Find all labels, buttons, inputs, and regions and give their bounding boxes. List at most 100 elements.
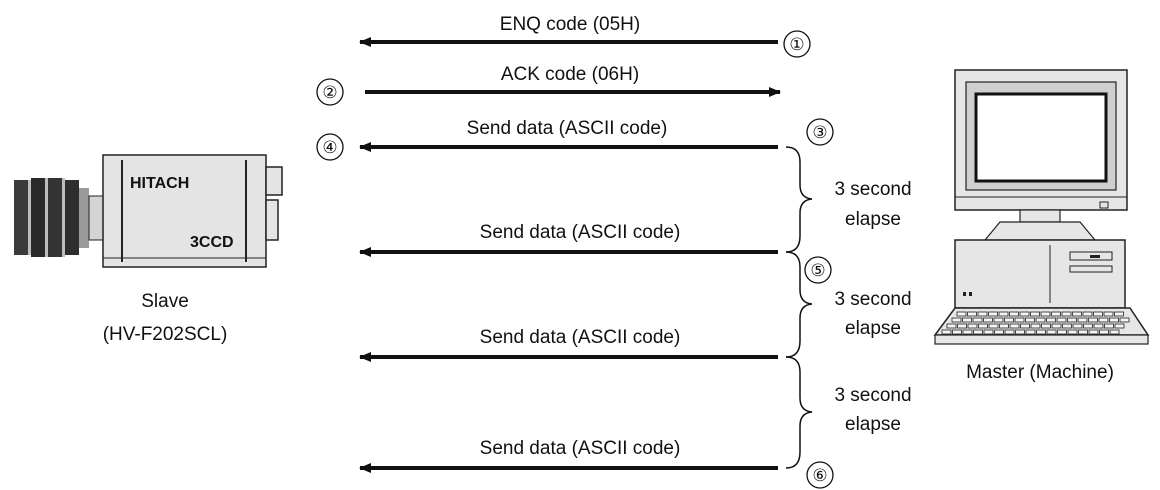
keyboard-key bbox=[994, 329, 1004, 335]
keyboard-key bbox=[1109, 329, 1120, 335]
keyboard-key bbox=[1078, 329, 1088, 335]
keyboard-key bbox=[1014, 317, 1025, 323]
interval-3-line2: elapse bbox=[845, 414, 901, 435]
keyboard-key bbox=[1025, 317, 1035, 323]
keyboard-key bbox=[1051, 323, 1062, 329]
slave-label: Slave bbox=[141, 291, 189, 312]
keyboard-key bbox=[1062, 323, 1072, 329]
keyboard-key bbox=[967, 311, 977, 317]
send-data-label-1: Send data (ASCII code) bbox=[467, 118, 668, 139]
keyboard-key bbox=[941, 329, 952, 335]
keyboard-key bbox=[1036, 329, 1046, 335]
keyboard-key bbox=[988, 311, 998, 317]
keyboard-key bbox=[1030, 311, 1040, 317]
keyboard-key bbox=[1004, 329, 1015, 335]
keyboard-key bbox=[1035, 317, 1046, 323]
keyboard-key bbox=[1040, 311, 1051, 317]
keyboard-key bbox=[993, 317, 1004, 323]
interval-1-line2: elapse bbox=[845, 209, 901, 230]
keyboard-key bbox=[1093, 323, 1104, 329]
keyboard-key bbox=[1056, 317, 1067, 323]
keyboard-key bbox=[956, 311, 967, 317]
keyboard-key bbox=[998, 311, 1009, 317]
keyboard-key bbox=[1093, 311, 1103, 317]
keyboard-key bbox=[1004, 317, 1014, 323]
lens-ring-1 bbox=[14, 180, 28, 255]
keyboard-key bbox=[972, 317, 983, 323]
step-3-number: ③ bbox=[812, 123, 827, 143]
keyboard-key bbox=[1009, 323, 1020, 329]
keyboard-key bbox=[1083, 323, 1093, 329]
keyboard-key bbox=[973, 329, 983, 335]
keyboard-key bbox=[952, 329, 962, 335]
interval-brace-1 bbox=[785, 146, 813, 253]
interval-brace-2 bbox=[785, 251, 813, 358]
send-data-label-3: Send data (ASCII code) bbox=[480, 327, 681, 348]
step-6-circle bbox=[806, 461, 834, 489]
disk-drive-icon bbox=[1069, 251, 1113, 261]
camera-icon: HITACH 3CCD bbox=[14, 154, 283, 268]
keyboard-key bbox=[1051, 311, 1061, 317]
lens-ring-3 bbox=[48, 178, 62, 257]
enq-label: ENQ code (05H) bbox=[500, 14, 640, 35]
step-2-circle bbox=[316, 78, 344, 106]
keyboard-key bbox=[977, 311, 988, 317]
keyboard-key bbox=[1061, 311, 1072, 317]
keyboard-key bbox=[1025, 329, 1036, 335]
keyboard-key bbox=[1099, 329, 1109, 335]
lens-ring-2 bbox=[31, 178, 45, 257]
camera-brand-text: HITACH bbox=[130, 175, 189, 192]
keyboard-key bbox=[1019, 311, 1030, 317]
power-button-icon bbox=[1099, 201, 1109, 209]
keyboard-key bbox=[957, 323, 967, 329]
keyboard-key bbox=[1072, 311, 1082, 317]
keyboard-key bbox=[999, 323, 1009, 329]
lens-ring-4 bbox=[65, 180, 79, 255]
keyboard-key bbox=[1057, 329, 1067, 335]
keyboard-key bbox=[962, 329, 973, 335]
keyboard-key bbox=[967, 323, 978, 329]
keyboard-key bbox=[946, 323, 957, 329]
step-5-circle bbox=[804, 256, 832, 284]
step-4-number: ④ bbox=[322, 138, 337, 158]
keyboard-key bbox=[951, 317, 962, 323]
send-data-label-2: Send data (ASCII code) bbox=[480, 222, 681, 243]
keyboard-key bbox=[983, 317, 993, 323]
lens-mount bbox=[79, 188, 89, 248]
keyboard-key bbox=[1088, 329, 1099, 335]
slave-model-label: (HV-F202SCL) bbox=[103, 324, 228, 345]
keyboard-key bbox=[1114, 323, 1125, 329]
keyboard-key bbox=[1020, 323, 1030, 329]
interval-brace-3 bbox=[785, 356, 813, 469]
keyboard-key bbox=[1067, 329, 1078, 335]
interval-2-line1: 3 second bbox=[834, 289, 911, 310]
keyboard-key bbox=[1015, 329, 1025, 335]
keyboard-key bbox=[1046, 317, 1056, 323]
keyboard-key bbox=[1103, 311, 1114, 317]
keyboard-key bbox=[988, 323, 999, 329]
system-unit bbox=[954, 239, 1126, 309]
keyboard-key bbox=[1077, 317, 1088, 323]
camera-connector bbox=[265, 166, 283, 196]
step-4-circle bbox=[316, 133, 344, 161]
interval-1-line1: 3 second bbox=[834, 179, 911, 200]
keyboard-key bbox=[1109, 317, 1119, 323]
step-3-circle bbox=[806, 118, 834, 146]
keyboard-key bbox=[1114, 311, 1124, 317]
keyboard-key bbox=[1119, 317, 1130, 323]
keyboard-key bbox=[1072, 323, 1083, 329]
step-2-number: ② bbox=[322, 83, 337, 103]
keyboard-key bbox=[978, 323, 988, 329]
step-1-number: ① bbox=[789, 35, 804, 55]
keyboard-key bbox=[1041, 323, 1051, 329]
keyboard-key bbox=[962, 317, 972, 323]
keyboard-key bbox=[1104, 323, 1114, 329]
ack-label: ACK code (06H) bbox=[501, 64, 639, 85]
keyboard-key bbox=[1098, 317, 1109, 323]
keyboard-key bbox=[1009, 311, 1019, 317]
keyboard-key bbox=[983, 329, 994, 335]
interval-3-line1: 3 second bbox=[834, 385, 911, 406]
computer-icon bbox=[933, 69, 1150, 345]
step-1-circle bbox=[783, 30, 811, 58]
